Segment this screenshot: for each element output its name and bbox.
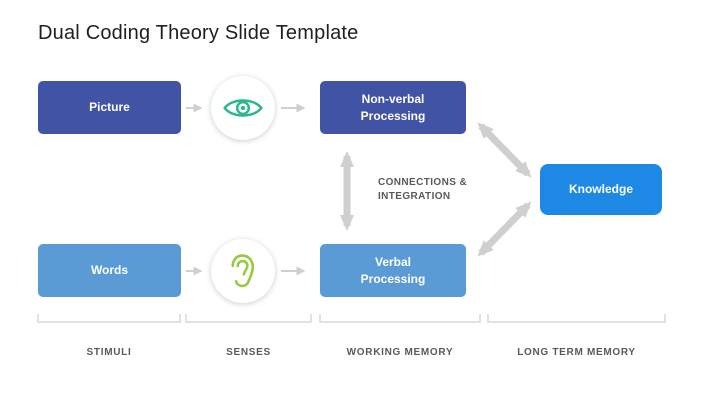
bracket-senses bbox=[185, 314, 312, 323]
ear-icon bbox=[231, 254, 255, 288]
verbal-processing-label: Verbal Processing bbox=[360, 255, 426, 286]
arrow-nonverbal-knowledge bbox=[477, 122, 532, 178]
connections-integration-label: CONNECTIONS & INTEGRATION bbox=[378, 177, 468, 202]
verbal-processing-node: Verbal Processing bbox=[320, 244, 466, 297]
picture-label: Picture bbox=[89, 100, 130, 115]
bracket-working-memory bbox=[319, 314, 481, 323]
stage-label-working-memory: WORKING MEMORY bbox=[346, 347, 454, 358]
eye-sense-circle bbox=[211, 76, 275, 140]
nonverbal-processing-label: Non-verbal Processing bbox=[360, 92, 426, 123]
knowledge-node: Knowledge bbox=[540, 164, 662, 215]
ear-sense-circle bbox=[211, 239, 275, 303]
arrow-verbal-knowledge bbox=[477, 201, 532, 257]
slide-title: Dual Coding Theory Slide Template bbox=[38, 22, 359, 44]
words-label: Words bbox=[90, 263, 129, 278]
stage-label-long-term-memory: LONG TERM MEMORY bbox=[517, 347, 636, 358]
stage-label-stimuli: STIMULI bbox=[86, 347, 132, 358]
stage-label-senses: SENSES bbox=[226, 347, 271, 358]
knowledge-label: Knowledge bbox=[568, 182, 633, 197]
nonverbal-processing-node: Non-verbal Processing bbox=[320, 81, 466, 134]
words-node: Words bbox=[38, 244, 181, 297]
picture-node: Picture bbox=[38, 81, 181, 134]
eye-icon bbox=[223, 99, 263, 117]
bracket-stimuli bbox=[37, 314, 181, 323]
bracket-long-term-memory bbox=[487, 314, 666, 323]
